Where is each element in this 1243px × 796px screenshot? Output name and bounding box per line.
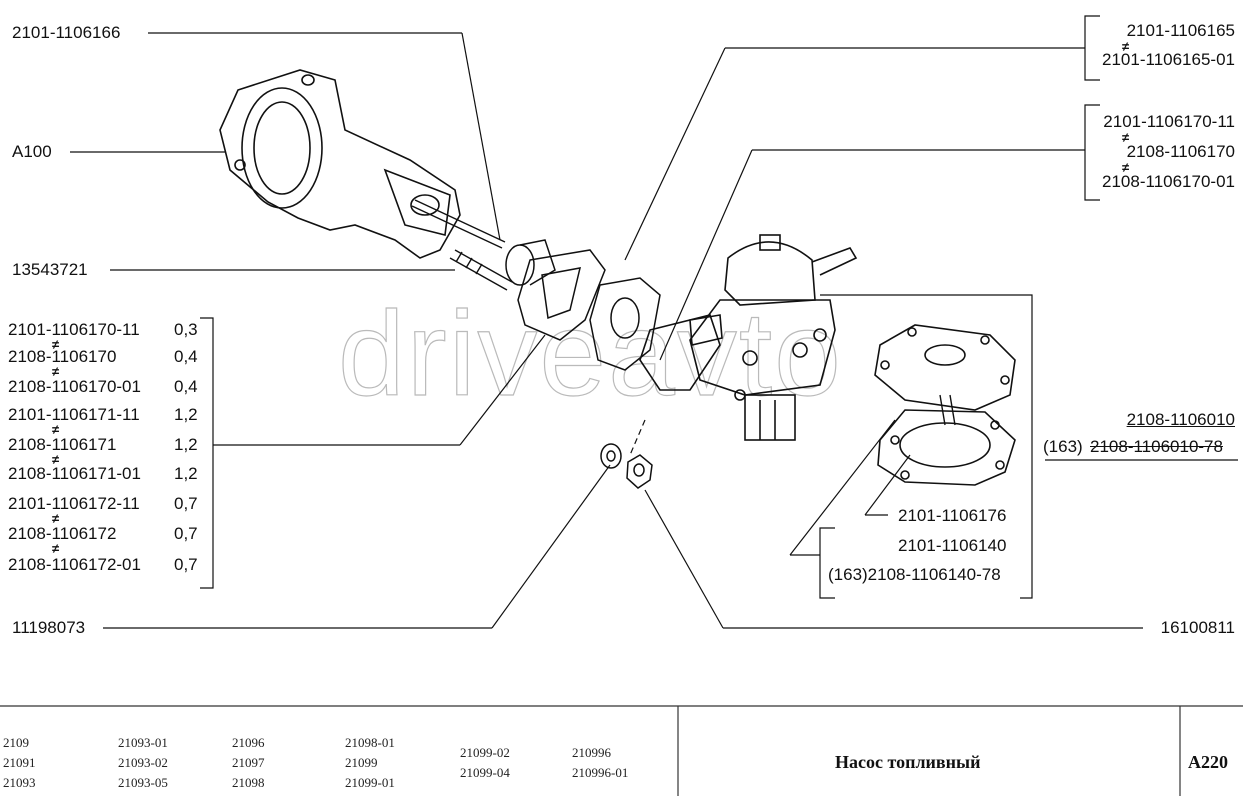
gasket-part: 2108-1106170-01 xyxy=(8,377,141,396)
model-code: 21093-05 xyxy=(118,775,168,790)
part-label: 2101-1106165-01 xyxy=(1102,50,1235,69)
gasket-1 xyxy=(517,249,606,341)
model-code: 210996-01 xyxy=(572,765,629,780)
housing-a100 xyxy=(219,69,461,259)
gasket-thickness: 0,4 xyxy=(174,347,198,366)
leader-line xyxy=(789,419,896,556)
model-code: 21099-04 xyxy=(460,765,510,780)
part-label-prefix: (163) xyxy=(1043,437,1083,456)
bracket xyxy=(1084,15,1100,81)
model-code: 21093 xyxy=(3,775,36,790)
not-equal-sign: ≠ xyxy=(52,541,60,556)
not-equal-sign: ≠ xyxy=(1122,130,1130,145)
part-label: 2101-1106166 xyxy=(12,23,121,42)
model-code: 21099-02 xyxy=(460,745,510,760)
not-equal-sign: ≠ xyxy=(52,511,60,526)
not-equal-sign: ≠ xyxy=(52,337,60,352)
gasket-2 xyxy=(589,277,661,371)
gasket-part: 2108-1106172-01 xyxy=(8,555,141,574)
gasket-part: 2108-1106171-01 xyxy=(8,464,141,483)
gasket-thickness: 0,7 xyxy=(174,494,198,513)
leader-line xyxy=(659,149,753,361)
gasket-thickness: 0,4 xyxy=(174,377,198,396)
cover-gasket xyxy=(877,409,1016,486)
part-label: 13543721 xyxy=(12,260,88,279)
pushrod xyxy=(411,199,506,249)
not-equal-sign: ≠ xyxy=(1122,39,1130,54)
part-label: 2108-1106010 xyxy=(1126,410,1235,429)
model-code: 2109 xyxy=(3,735,29,750)
part-label: 11198073 xyxy=(12,618,86,637)
pump-cover xyxy=(874,324,1016,411)
leader-line xyxy=(864,454,911,516)
gasket-thickness: 1,2 xyxy=(174,405,198,424)
gasket-thickness: 0,7 xyxy=(174,555,198,574)
model-code: 21099 xyxy=(345,755,378,770)
part-label: 2108-1106010-78 xyxy=(1090,437,1223,456)
part-label: 16100811 xyxy=(1160,618,1235,637)
spacer xyxy=(505,239,556,286)
model-code: 21098-01 xyxy=(345,735,395,750)
gasket-part: 2108-1106170 xyxy=(8,347,117,366)
model-code: 21096 xyxy=(232,735,265,750)
model-code: 21098 xyxy=(232,775,265,790)
washer xyxy=(600,443,622,469)
stud xyxy=(449,249,513,291)
assembly-axis xyxy=(629,419,646,456)
leader-line xyxy=(624,47,726,261)
model-code: 21093-02 xyxy=(118,755,168,770)
not-equal-sign: ≠ xyxy=(52,452,60,467)
part-label: 2101-1106165 xyxy=(1126,21,1235,40)
gasket-thickness: 1,2 xyxy=(174,464,198,483)
page-code: A220 xyxy=(1188,752,1228,772)
not-equal-sign: ≠ xyxy=(52,422,60,437)
page-title: Насос топливный xyxy=(835,752,981,772)
model-code: 21099-01 xyxy=(345,775,395,790)
part-label: 2101-1106176 xyxy=(898,506,1007,525)
filter-screen xyxy=(939,394,956,426)
gasket-thickness: 0,7 xyxy=(174,524,198,543)
gasket-thickness: 1,2 xyxy=(174,435,198,454)
gasket-part: 2108-1106171 xyxy=(8,435,117,454)
fuel-pump xyxy=(639,234,858,441)
leader-line xyxy=(644,489,724,629)
gasket-part: 2101-1106171-11 xyxy=(8,405,140,424)
part-label: A100 xyxy=(12,142,52,161)
bracket xyxy=(1084,104,1100,201)
leader-line xyxy=(461,32,501,241)
gasket-thickness: 0,3 xyxy=(174,320,198,339)
model-code: 210996 xyxy=(572,745,611,760)
part-label: 2101-1106170-11 xyxy=(1103,112,1235,131)
nut xyxy=(626,454,653,489)
part-label: 2101-1106140 xyxy=(898,536,1007,555)
model-code: 21091 xyxy=(3,755,36,770)
model-code: 21093-01 xyxy=(118,735,168,750)
model-code: 21097 xyxy=(232,755,265,770)
gasket-part: 2101-1106170-11 xyxy=(8,320,140,339)
bracket xyxy=(819,527,835,599)
part-label: 2108-1106170-01 xyxy=(1102,172,1235,191)
leader-line xyxy=(491,464,611,629)
gasket-part: 2108-1106172 xyxy=(8,524,117,543)
part-label: 2108-1106170 xyxy=(1126,142,1235,161)
leader-line xyxy=(459,334,546,446)
part-label: (163)2108-1106140-78 xyxy=(828,565,1001,584)
bracket xyxy=(820,294,1033,599)
not-equal-sign: ≠ xyxy=(1122,160,1130,175)
gasket-part: 2101-1106172-11 xyxy=(8,494,140,513)
not-equal-sign: ≠ xyxy=(52,364,60,379)
bracket xyxy=(200,317,214,589)
